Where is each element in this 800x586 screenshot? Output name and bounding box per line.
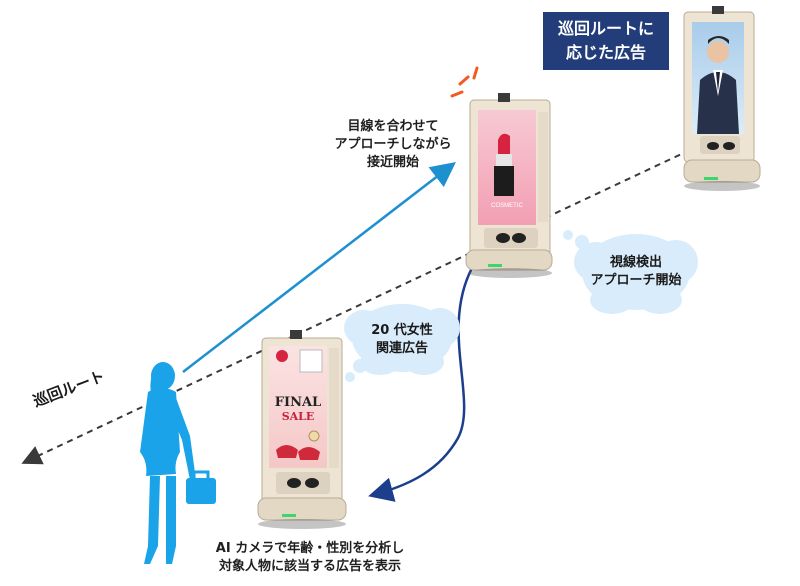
annotation-gaze-line-1: 目線を合わせて — [347, 119, 439, 134]
patrol-route-line — [21, 149, 691, 465]
sale-sign-line-1: FINAL — [274, 395, 322, 410]
title-line-1: 巡回ルートに — [557, 19, 654, 38]
cosmetic-label: COSMETIC — [491, 203, 523, 209]
cloud-gaze-line-2: アプローチ開始 — [590, 273, 682, 288]
robot-back — [683, 6, 761, 191]
cloud-gaze-line-1: 視線検出 — [609, 255, 662, 270]
cloud-ad-line-2: 関連広告 — [375, 341, 428, 356]
cloud-ad-text: 20 代女性 関連広告 — [350, 322, 454, 358]
robot-front — [257, 330, 347, 529]
annotation-gaze: 目線を合わせて アプローチしながら 接近開始 — [318, 118, 468, 172]
cloud-ad-line-1: 20 代女性 — [371, 323, 433, 338]
annotation-gaze-line-2: アプローチしながら — [334, 137, 452, 152]
annotation-gaze-line-3: 接近開始 — [366, 155, 419, 170]
title-line-2: 応じた広告 — [565, 43, 646, 62]
attention-sparks — [450, 66, 479, 98]
title-box: 巡回ルートに 応じた広告 — [543, 12, 669, 70]
reposition-arrow — [368, 267, 474, 502]
sale-sign-line-2: SALE — [281, 410, 315, 423]
approach-arrow — [182, 161, 456, 373]
caption-line-2: 対象人物に該当する広告を表示 — [218, 559, 401, 574]
sale-sign: FINAL SALE — [269, 396, 327, 424]
caption: AI カメラで年齢・性別を分析し 対象人物に該当する広告を表示 — [190, 540, 430, 576]
person-silhouette — [140, 362, 216, 564]
cloud-gaze-text: 視線検出 アプローチ開始 — [574, 254, 698, 290]
cloud-ad-select — [344, 304, 460, 382]
robot-middle — [465, 93, 553, 278]
cloud-gaze-detect — [563, 230, 698, 314]
caption-line-1: AI カメラで年齢・性別を分析し — [215, 541, 405, 556]
